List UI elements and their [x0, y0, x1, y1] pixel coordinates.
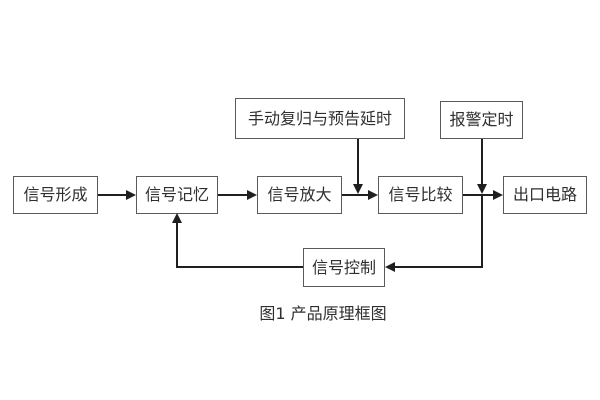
edge-memory-amplification-line [218, 194, 248, 196]
edge-comparison-output-line [463, 194, 494, 196]
node-signal-amplification-label: 信号放大 [267, 185, 332, 204]
node-manual-reset-delay-label: 手动复归与预告延时 [247, 108, 392, 128]
edge-junction-control-vline [481, 196, 483, 268]
node-signal-formation: 信号形成 [13, 176, 98, 214]
edge-manual-reset-down-arrowhead [353, 184, 363, 194]
edge-junction-control-arrowhead [385, 262, 395, 272]
edge-control-memory-arrowhead [172, 213, 182, 223]
edge-amplification-comparison-arrowhead [368, 190, 378, 200]
node-signal-control-label: 信号控制 [311, 257, 376, 277]
edge-comparison-output-arrowhead [493, 190, 503, 200]
edge-alarm-timing-down-line [481, 139, 483, 185]
node-alarm-timing: 报警定时 [440, 101, 523, 139]
node-alarm-timing-label: 报警定时 [449, 110, 514, 129]
edge-control-memory-hline [176, 266, 303, 268]
edge-manual-reset-down-line [357, 139, 359, 185]
node-output-circuit-label: 出口电路 [512, 185, 577, 204]
node-manual-reset-delay: 手动复归与预告延时 [235, 98, 405, 139]
node-signal-memory-label: 信号记忆 [144, 185, 209, 204]
edge-formation-memory-line [98, 194, 127, 196]
node-signal-control: 信号控制 [303, 248, 385, 287]
node-signal-comparison-label: 信号比较 [388, 185, 453, 204]
node-signal-memory: 信号记忆 [136, 176, 218, 214]
figure-caption: 图1 产品原理框图 [259, 304, 387, 323]
edge-control-memory-vline [176, 222, 178, 268]
node-signal-formation-label: 信号形成 [23, 185, 88, 204]
edge-alarm-timing-down-arrowhead [477, 184, 487, 194]
edge-memory-amplification-arrowhead [247, 190, 257, 200]
node-signal-comparison: 信号比较 [378, 176, 463, 214]
edge-junction-control-hline [394, 266, 483, 268]
node-signal-amplification: 信号放大 [257, 176, 342, 214]
node-output-circuit: 出口电路 [503, 176, 587, 214]
edge-amplification-comparison-line [342, 194, 369, 196]
edge-formation-memory-arrowhead [126, 190, 136, 200]
